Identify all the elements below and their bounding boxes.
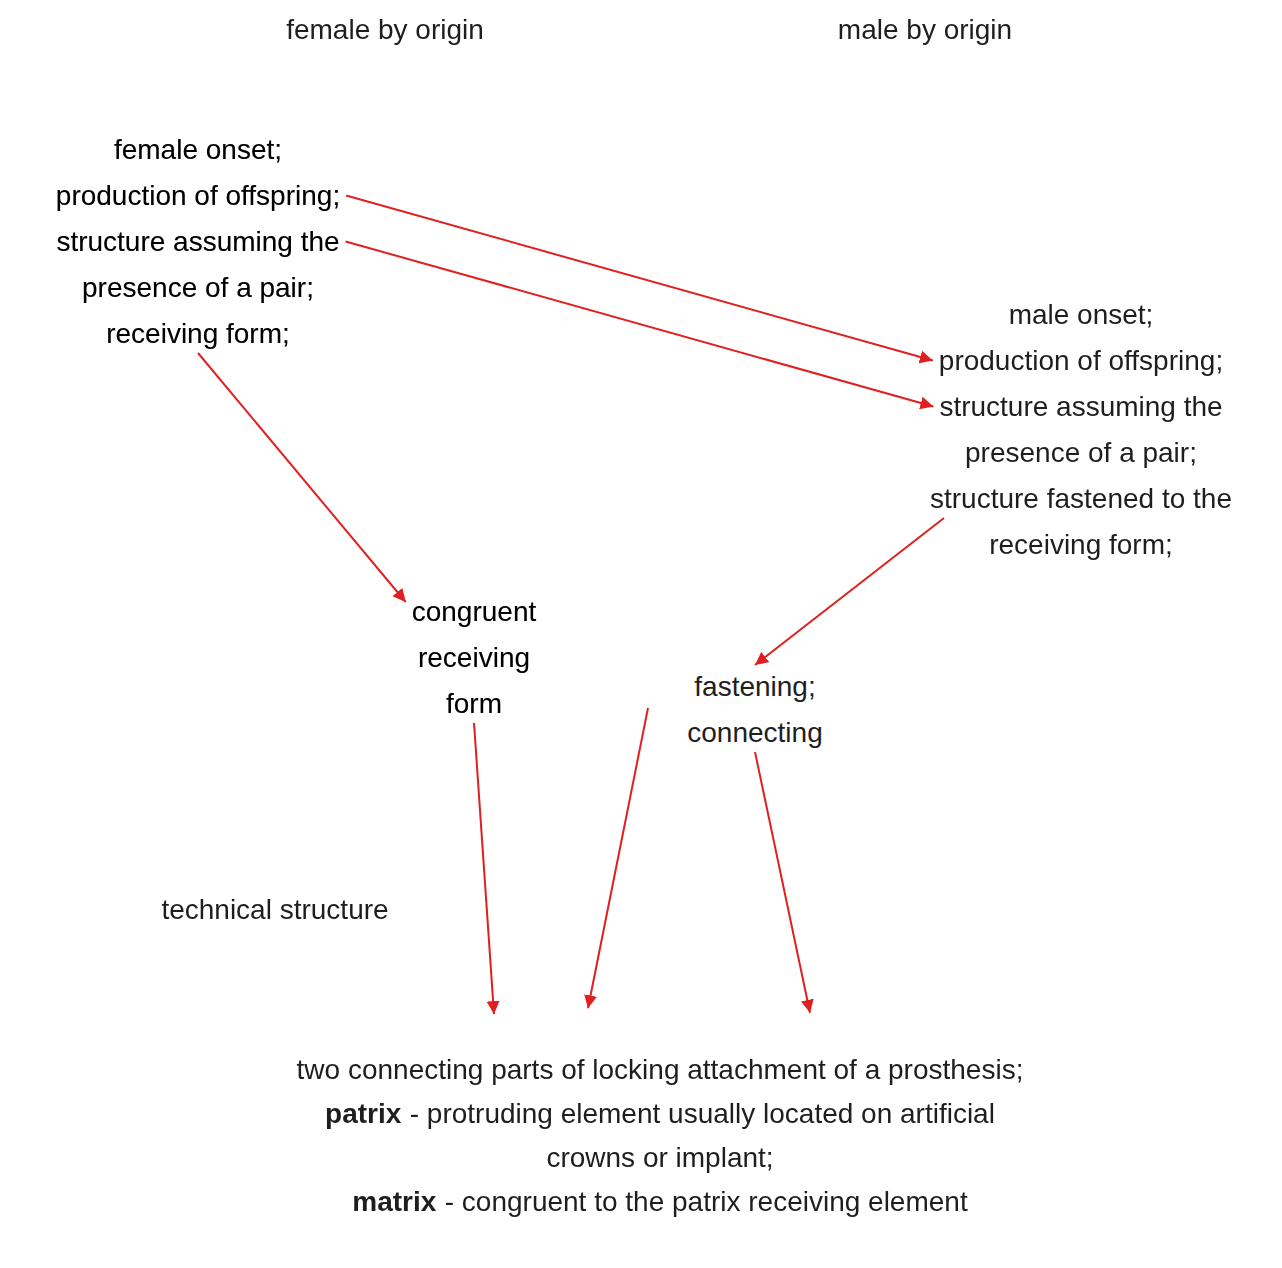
heading-label: male by origin	[838, 14, 1012, 45]
text-group: fastening; connecting	[660, 664, 850, 756]
heading-label: female by origin	[286, 14, 484, 45]
text-row: female onset;	[8, 127, 388, 173]
label-holder: male by origin	[725, 12, 1125, 48]
label-holder: technical structure	[75, 892, 475, 928]
term-label: matrix	[352, 1186, 436, 1217]
text-row: congruent receiving form	[389, 589, 559, 727]
arrow-connector	[474, 723, 494, 1014]
text-group: female onset; production of offspring; str…	[8, 127, 388, 357]
arrow-connector	[198, 353, 406, 602]
text-group: two connecting parts of locking attachme…	[288, 1048, 1033, 1224]
node-text: fastening; connecting	[687, 671, 822, 748]
node-text: structure assuming the presence of a pai…	[939, 391, 1222, 468]
node-text: production of offspring;	[939, 345, 1223, 376]
node-text: congruent receiving form	[412, 596, 537, 719]
female-yin-shape: female onset; production of offspring; str…	[8, 55, 553, 595]
text-row: male onset;	[886, 292, 1276, 338]
node-text: male onset;	[1009, 299, 1154, 330]
text-group: male onset; production of offspring; struc…	[886, 292, 1276, 568]
text-row: structure assuming the presence of a pai…	[886, 384, 1276, 476]
arrow-connector	[755, 752, 810, 1013]
text-row: two connecting parts of locking attachme…	[288, 1048, 1033, 1092]
text-row: patrix - protruding element usually locat…	[288, 1092, 1033, 1180]
term-label: patrix	[325, 1098, 401, 1129]
node-text: production of offspring;	[56, 180, 340, 211]
node-text: structure assuming the presence of a pai…	[56, 226, 339, 303]
heading-label: technical structure	[161, 894, 388, 925]
yin-yang-node: congruent receiving form fastening; conne…	[376, 494, 862, 880]
arrow-connector	[755, 518, 944, 665]
text-row: structure assuming the presence of a pai…	[8, 219, 388, 311]
text-row: production of offspring;	[8, 173, 388, 219]
text-group: congruent receiving form	[389, 589, 559, 727]
label-holder: female by origin	[185, 12, 585, 48]
node-text: female onset;	[114, 134, 282, 165]
node-text: - protruding element usually located on …	[410, 1098, 995, 1173]
male-yang-shape: male onset; production of offspring; struc…	[752, 55, 1278, 575]
node-text: structure fastened to the receiving form…	[930, 483, 1232, 560]
node-text: two connecting parts of locking attachme…	[297, 1054, 1024, 1085]
text-row: production of offspring;	[886, 338, 1276, 384]
text-row: receiving form;	[8, 311, 388, 357]
grey-ellipse-node: two connecting parts of locking attachme…	[160, 1010, 1160, 1262]
text-row: fastening; connecting	[660, 664, 850, 756]
text-row: structure fastened to the receiving form…	[886, 476, 1276, 568]
ellipse-outline	[160, 1010, 1160, 1262]
arrow-connector	[346, 196, 933, 361]
arrow-connector	[588, 708, 648, 1008]
node-text: - congruent to the patrix receiving elem…	[445, 1186, 968, 1217]
node-text: receiving form;	[106, 318, 290, 349]
arrow-connector	[346, 242, 934, 407]
text-row: matrix - congruent to the patrix receivin…	[288, 1180, 1033, 1224]
